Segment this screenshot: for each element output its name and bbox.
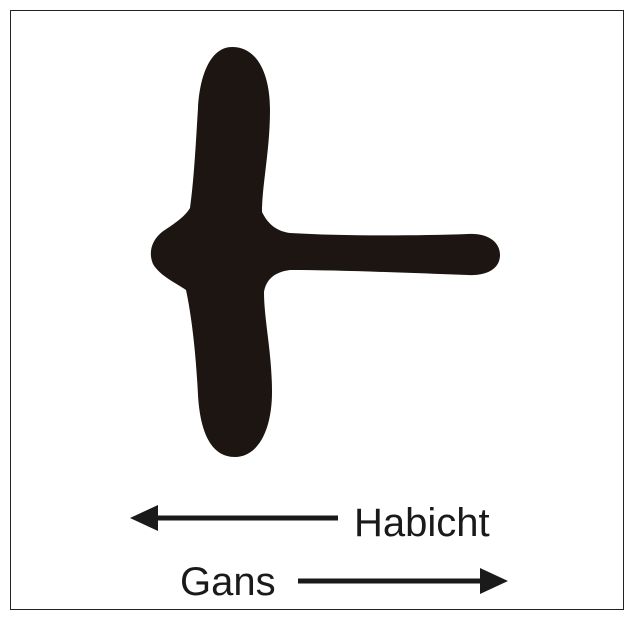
habicht-label: Habicht	[354, 503, 490, 543]
bird-silhouette	[151, 47, 500, 457]
habicht-arrowhead	[130, 505, 158, 531]
gans-label: Gans	[180, 562, 276, 602]
gans-arrowhead	[480, 568, 508, 594]
gans-arrow	[298, 568, 508, 594]
habicht-arrow	[130, 505, 338, 531]
